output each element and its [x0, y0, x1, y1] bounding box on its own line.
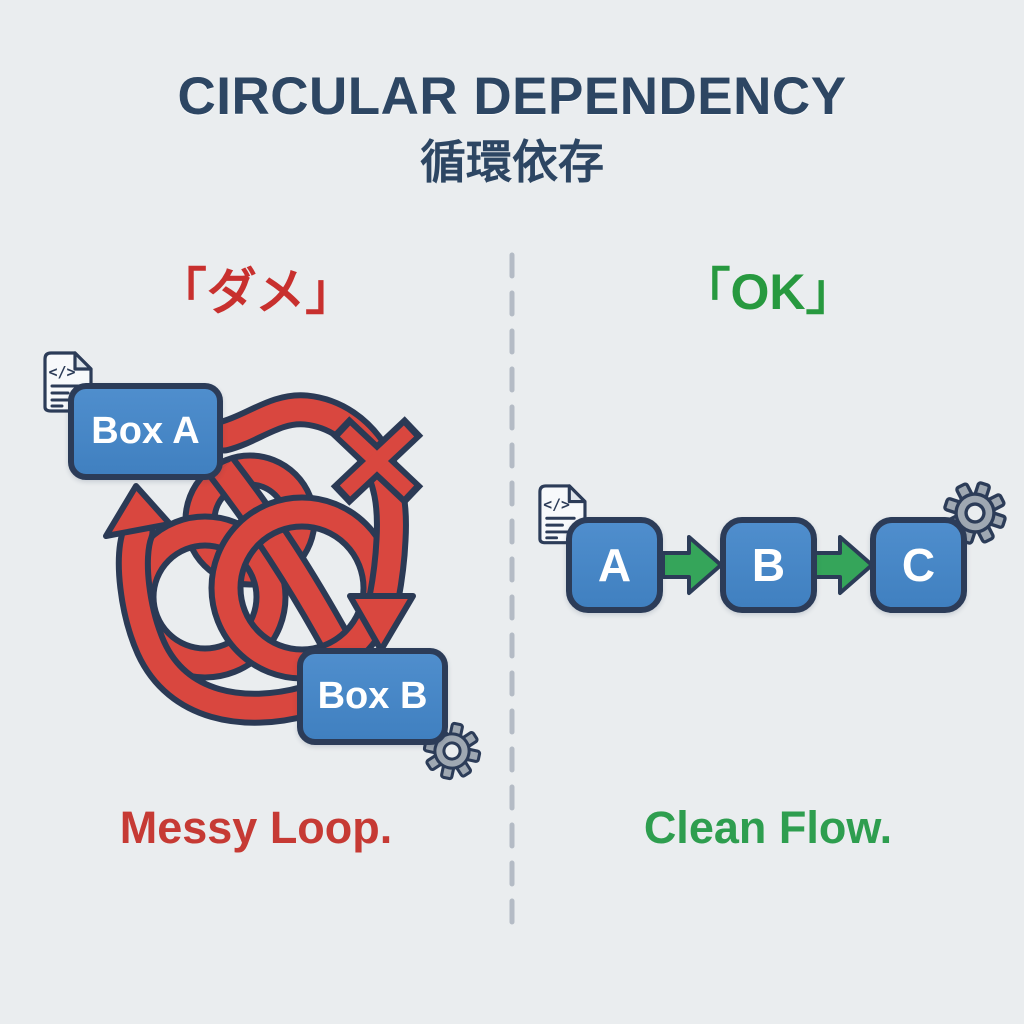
flow-box-a: A — [566, 517, 663, 613]
x-mark-icon — [330, 416, 424, 506]
flow-box-b-label: B — [751, 539, 786, 591]
box-a: Box A — [68, 383, 223, 480]
flow-box-b: B — [720, 517, 817, 613]
right-panel-header: 「OK」 — [680, 264, 856, 320]
arrowhead-up-icon — [103, 483, 173, 539]
flow-box-c-label: C — [901, 539, 936, 591]
right-caption: Clean Flow. — [643, 802, 893, 853]
box-a-label: Box A — [91, 410, 200, 452]
page-subtitle: 循環依存 — [420, 136, 604, 188]
tangle-arrows — [103, 392, 424, 726]
left-caption: Messy Loop. — [119, 802, 393, 853]
flow-arrow-icon — [812, 535, 874, 595]
flow-box-c: C — [870, 517, 967, 613]
arrowhead-down-icon — [347, 593, 416, 653]
box-b: Box B — [297, 648, 448, 745]
flow-box-a-label: A — [597, 539, 632, 591]
flow-arrow-icon — [661, 535, 723, 595]
box-b-label: Box B — [317, 675, 428, 717]
page-title: CIRCULAR DEPENDENCY — [177, 67, 847, 126]
left-panel-header: 「ダメ」 — [156, 264, 356, 320]
